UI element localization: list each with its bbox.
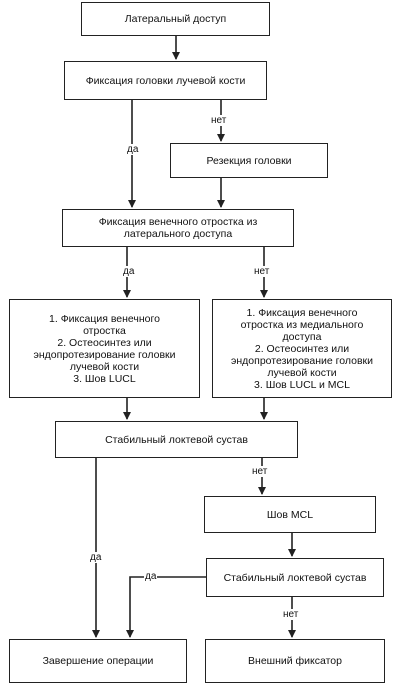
node-right-steps: 1. Фиксация венечного отростка из медиал… [212, 299, 392, 398]
node-stable-elbow-2: Стабильный локтевой сустав [206, 558, 384, 597]
arrow-stable2-to-end-yes [126, 576, 206, 638]
node-stable-elbow-1: Стабильный локтевой сустав [55, 421, 298, 458]
edge-label-no-coronoid: нет [253, 266, 271, 277]
node-left-steps: 1. Фиксация венечного отростка 2. Остеос… [9, 299, 200, 398]
node-left-steps-label: 1. Фиксация венечного отростка 2. Остеос… [33, 312, 176, 385]
node-head-resection-label: Резекция головки [206, 154, 292, 167]
node-end-operation-label: Завершение операции [42, 655, 154, 667]
node-fixation-radial-head: Фиксация головки лучевой кости [64, 61, 267, 100]
node-mcl-suture: Шов MCL [204, 496, 376, 533]
node-end-operation: Завершение операции [9, 639, 187, 683]
edge-label-yes-coronoid: да [122, 266, 136, 277]
edge-label-no-fixation: нет [210, 115, 228, 126]
node-lateral-access-label: Латеральный доступ [124, 13, 227, 25]
edge-label-no-stable2: нет [282, 609, 300, 620]
node-head-resection: Резекция головки [170, 143, 328, 178]
node-external-fixator: Внешний фиксатор [205, 639, 385, 683]
edge-label-yes-stable2: да [144, 571, 158, 582]
edge-label-yes-stable1: да [89, 552, 103, 563]
node-mcl-suture-label: Шов MCL [266, 508, 314, 521]
node-external-fixator-label: Внешний фиксатор [248, 655, 342, 667]
edge-label-no-stable1: нет [251, 466, 269, 477]
node-fixation-coronoid-lateral-label: Фиксация венечного отростка из латеральн… [98, 216, 258, 240]
node-fixation-radial-head-label: Фиксация головки лучевой кости [85, 74, 246, 87]
node-right-steps-label: 1. Фиксация венечного отростка из медиал… [231, 306, 373, 391]
node-fixation-coronoid-lateral: Фиксация венечного отростка из латеральн… [62, 209, 294, 247]
node-stable-elbow-1-label: Стабильный локтевой сустав [105, 433, 248, 446]
edge-label-yes-fixation: да [126, 144, 140, 155]
node-lateral-access: Латеральный доступ [81, 2, 270, 36]
node-stable-elbow-2-label: Стабильный локтевой сустав [223, 571, 367, 584]
